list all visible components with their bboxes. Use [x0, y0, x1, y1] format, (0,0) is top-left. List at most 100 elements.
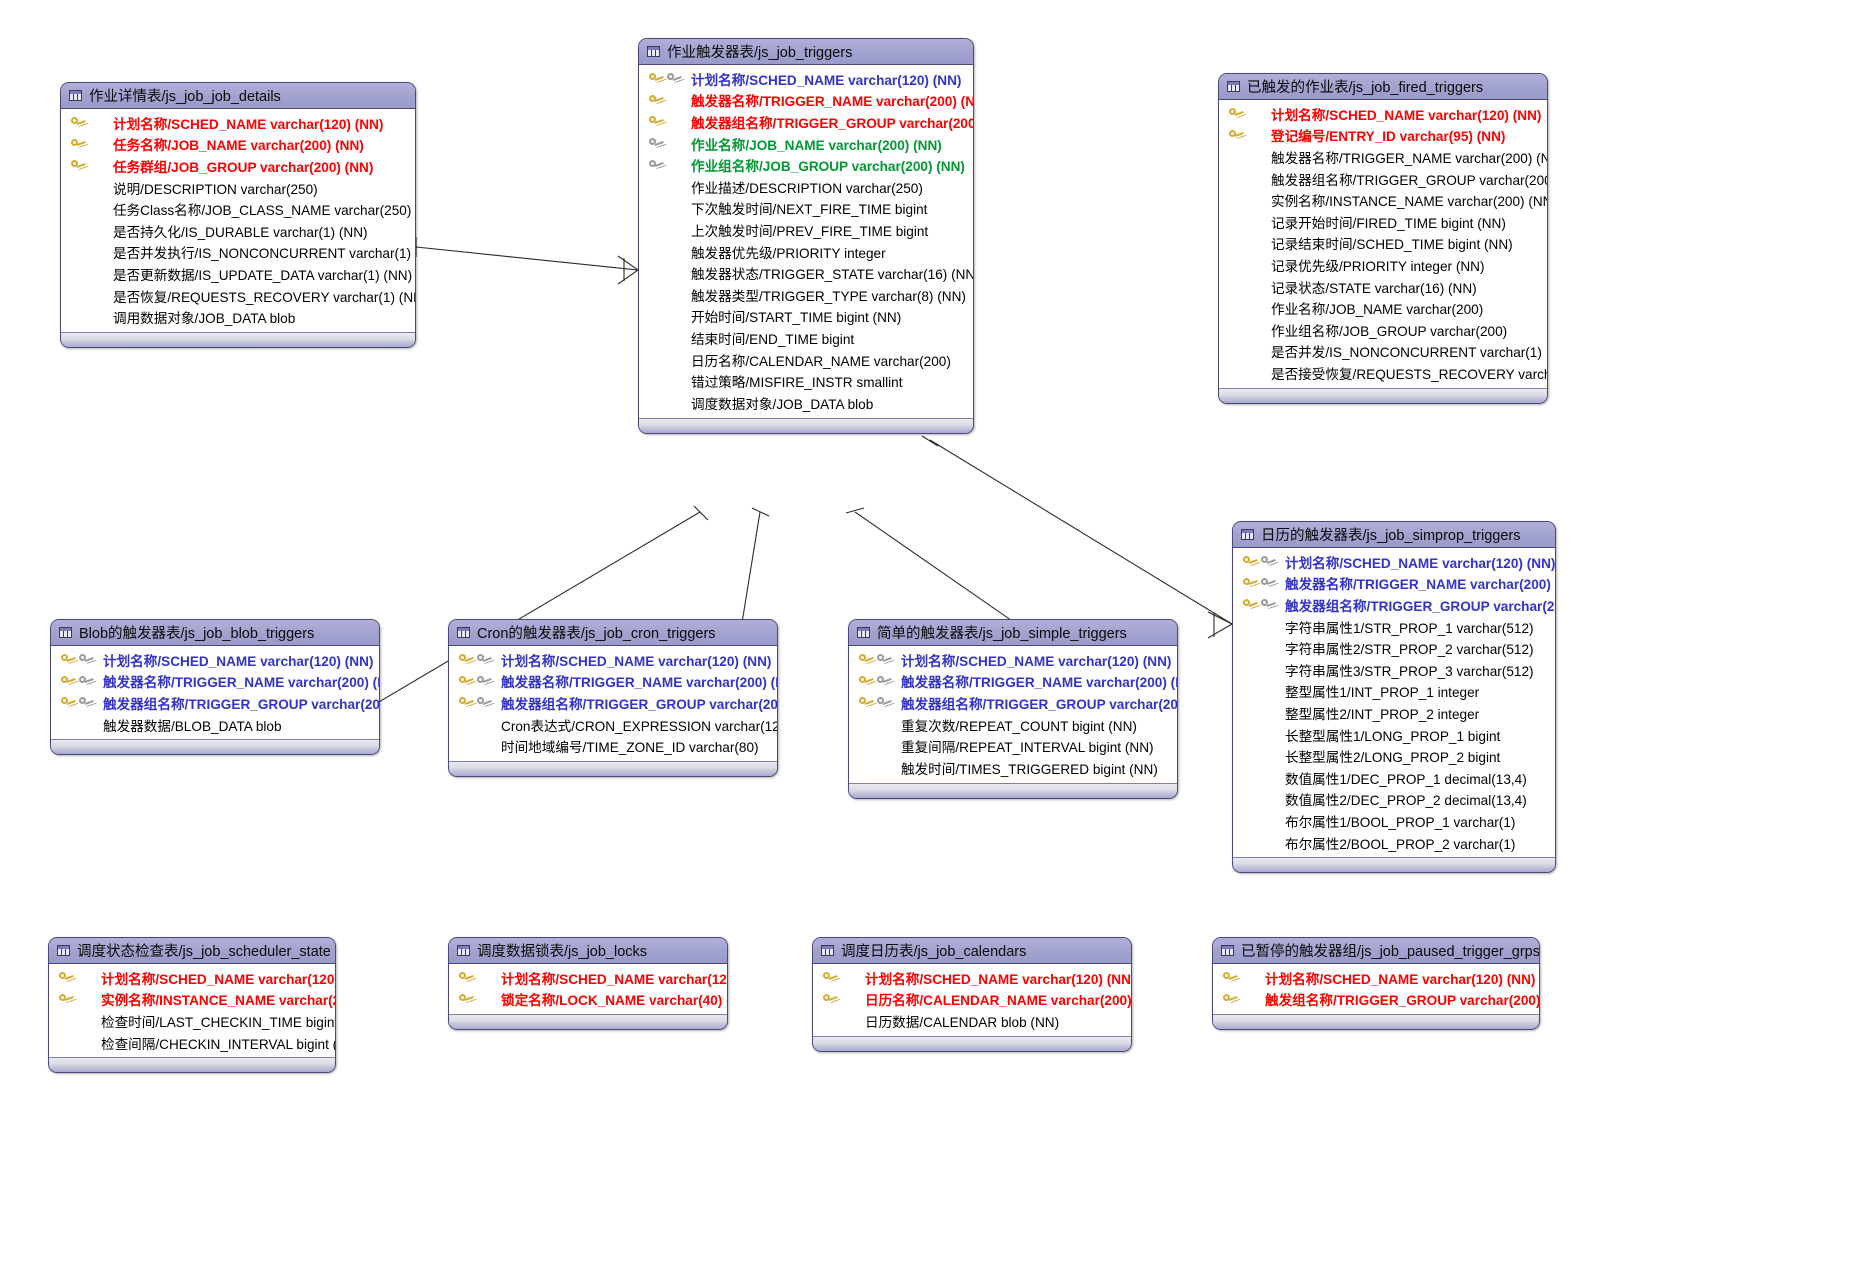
attribute-row[interactable]: 计划名称/SCHED_NAME varchar(120) (NN)	[51, 649, 379, 671]
attribute-row[interactable]: 字符串属性1/STR_PROP_1 varchar(512)	[1233, 616, 1555, 638]
attribute-row[interactable]: 重复次数/REPEAT_COUNT bigint (NN)	[849, 714, 1177, 736]
entity-paused_trigger_grps[interactable]: 已暂停的触发器组/js_job_paused_trigger_grps 计划名称/…	[1212, 937, 1540, 1031]
attribute-row[interactable]: 是否恢复/REQUESTS_RECOVERY varchar(1) (NN)	[61, 285, 415, 307]
attribute-row[interactable]: 任务群组/JOB_GROUP varchar(200) (NN)	[61, 155, 415, 177]
attribute-row[interactable]: 触发组名称/TRIGGER_GROUP varchar(200) (NN)	[1213, 989, 1539, 1011]
attribute-row[interactable]: 作业名称/JOB_NAME varchar(200) (NN)	[639, 133, 973, 155]
attribute-row[interactable]: 数值属性1/DEC_PROP_1 decimal(13,4)	[1233, 767, 1555, 789]
attribute-row[interactable]: 整型属性1/INT_PROP_1 integer	[1233, 681, 1555, 703]
attribute-row[interactable]: 触发器组名称/TRIGGER_GROUP varchar(200) (NN)	[639, 111, 973, 133]
entity-simprop_triggers[interactable]: 日历的触发器表/js_job_simprop_triggers 计划名称/SCHE…	[1232, 521, 1556, 874]
attribute-row[interactable]: 记录状态/STATE varchar(16) (NN)	[1219, 276, 1547, 298]
attribute-row[interactable]: 触发器名称/TRIGGER_NAME varchar(200) (NN)	[449, 671, 777, 693]
attribute-row[interactable]: 作业描述/DESCRIPTION varchar(250)	[639, 176, 973, 198]
attribute-row[interactable]: 检查间隔/CHECKIN_INTERVAL bigint (NN)	[49, 1032, 335, 1054]
attribute-row[interactable]: 调度数据对象/JOB_DATA blob	[639, 392, 973, 414]
attribute-row[interactable]: 上次触发时间/PREV_FIRE_TIME bigint	[639, 219, 973, 241]
entity-scheduler_state[interactable]: 调度状态检查表/js_job_scheduler_state 计划名称/SCHED…	[48, 937, 336, 1074]
entity-job_triggers[interactable]: 作业触发器表/js_job_triggers 计划名称/SCHED_NAME va…	[638, 38, 974, 434]
entity-title-locks[interactable]: 调度数据锁表/js_job_locks	[449, 938, 727, 964]
attribute-row[interactable]: 触发器名称/TRIGGER_NAME varchar(200) (NN)	[51, 671, 379, 693]
attribute-row[interactable]: 调用数据对象/JOB_DATA blob	[61, 306, 415, 328]
attribute-row[interactable]: 长整型属性2/LONG_PROP_2 bigint	[1233, 745, 1555, 767]
attribute-row[interactable]: 作业名称/JOB_NAME varchar(200)	[1219, 297, 1547, 319]
entity-fired_triggers[interactable]: 已触发的作业表/js_job_fired_triggers 计划名称/SCHED_…	[1218, 73, 1548, 404]
attribute-row[interactable]: 长整型属性1/LONG_PROP_1 bigint	[1233, 724, 1555, 746]
attribute-row[interactable]: 是否持久化/IS_DURABLE varchar(1) (NN)	[61, 220, 415, 242]
attribute-row[interactable]: 开始时间/START_TIME bigint (NN)	[639, 306, 973, 328]
attribute-row[interactable]: 触发器优先级/PRIORITY integer	[639, 241, 973, 263]
attribute-row[interactable]: 触发器组名称/TRIGGER_GROUP varchar(200) (NN)	[1219, 168, 1547, 190]
entity-title-blob_triggers[interactable]: Blob的触发器表/js_job_blob_triggers	[51, 620, 379, 646]
attribute-row[interactable]: 计划名称/SCHED_NAME varchar(120) (NN)	[639, 68, 973, 90]
attribute-row[interactable]: 错过策略/MISFIRE_INSTR smallint	[639, 370, 973, 392]
attribute-row[interactable]: 布尔属性2/BOOL_PROP_2 varchar(1)	[1233, 832, 1555, 854]
entity-locks[interactable]: 调度数据锁表/js_job_locks 计划名称/SCHED_NAME varch…	[448, 937, 728, 1031]
attribute-row[interactable]: 是否并发执行/IS_NONCONCURRENT varchar(1) (NN)	[61, 242, 415, 264]
entity-title-cron_triggers[interactable]: Cron的触发器表/js_job_cron_triggers	[449, 620, 777, 646]
attribute-row[interactable]: 触发器名称/TRIGGER_NAME varchar(200) (NN)	[849, 671, 1177, 693]
attribute-row[interactable]: 字符串属性2/STR_PROP_2 varchar(512)	[1233, 637, 1555, 659]
attribute-row[interactable]: 计划名称/SCHED_NAME varchar(120) (NN)	[813, 967, 1131, 989]
attribute-row[interactable]: Cron表达式/CRON_EXPRESSION varchar(120) (NN…	[449, 714, 777, 736]
attribute-row[interactable]: 日历数据/CALENDAR blob (NN)	[813, 1010, 1131, 1032]
attribute-row[interactable]: 任务Class名称/JOB_CLASS_NAME varchar(250) (N…	[61, 198, 415, 220]
entity-title-job_triggers[interactable]: 作业触发器表/js_job_triggers	[639, 39, 973, 65]
attribute-row[interactable]: 计划名称/SCHED_NAME varchar(120) (NN)	[449, 967, 727, 989]
attribute-row[interactable]: 布尔属性1/BOOL_PROP_1 varchar(1)	[1233, 810, 1555, 832]
entity-calendars[interactable]: 调度日历表/js_job_calendars 计划名称/SCHED_NAME va…	[812, 937, 1132, 1052]
attribute-row[interactable]: 结束时间/END_TIME bigint	[639, 327, 973, 349]
attribute-row[interactable]: 检查时间/LAST_CHECKIN_TIME bigint (NN)	[49, 1010, 335, 1032]
attribute-row[interactable]: 作业组名称/JOB_GROUP varchar(200)	[1219, 319, 1547, 341]
attribute-row[interactable]: 触发时间/TIMES_TRIGGERED bigint (NN)	[849, 757, 1177, 779]
attribute-row[interactable]: 日历名称/CALENDAR_NAME varchar(200)	[639, 349, 973, 371]
entity-title-simple_triggers[interactable]: 简单的触发器表/js_job_simple_triggers	[849, 620, 1177, 646]
entity-title-calendars[interactable]: 调度日历表/js_job_calendars	[813, 938, 1131, 964]
attribute-row[interactable]: 触发器组名称/TRIGGER_GROUP varchar(200) (NN)	[449, 692, 777, 714]
attribute-row[interactable]: 触发器名称/TRIGGER_NAME varchar(200) (NN)	[639, 90, 973, 112]
attribute-row[interactable]: 锁定名称/LOCK_NAME varchar(40) (NN)	[449, 989, 727, 1011]
attribute-row[interactable]: 触发器组名称/TRIGGER_GROUP varchar(200) (NN)	[849, 692, 1177, 714]
attribute-row[interactable]: 数值属性2/DEC_PROP_2 decimal(13,4)	[1233, 789, 1555, 811]
attribute-row[interactable]: 触发器状态/TRIGGER_STATE varchar(16) (NN)	[639, 262, 973, 284]
entity-title-simprop_triggers[interactable]: 日历的触发器表/js_job_simprop_triggers	[1233, 522, 1555, 548]
attribute-row[interactable]: 计划名称/SCHED_NAME varchar(120) (NN)	[1219, 103, 1547, 125]
entity-title-fired_triggers[interactable]: 已触发的作业表/js_job_fired_triggers	[1219, 74, 1547, 100]
attribute-row[interactable]: 记录开始时间/FIRED_TIME bigint (NN)	[1219, 211, 1547, 233]
attribute-row[interactable]: 记录优先级/PRIORITY integer (NN)	[1219, 254, 1547, 276]
attribute-row[interactable]: 触发器组名称/TRIGGER_GROUP varchar(200) (NN)	[51, 692, 379, 714]
attribute-row[interactable]: 作业组名称/JOB_GROUP varchar(200) (NN)	[639, 154, 973, 176]
attribute-row[interactable]: 触发器数据/BLOB_DATA blob	[51, 714, 379, 736]
entity-simple_triggers[interactable]: 简单的触发器表/js_job_simple_triggers 计划名称/SCHED…	[848, 619, 1178, 799]
attribute-row[interactable]: 记录结束时间/SCHED_TIME bigint (NN)	[1219, 233, 1547, 255]
attribute-row[interactable]: 计划名称/SCHED_NAME varchar(120) (NN)	[1213, 967, 1539, 989]
entity-title-paused_trigger_grps[interactable]: 已暂停的触发器组/js_job_paused_trigger_grps	[1213, 938, 1539, 964]
attribute-row[interactable]: 计划名称/SCHED_NAME varchar(120) (NN)	[1233, 551, 1555, 573]
attribute-row[interactable]: 登记编号/ENTRY_ID varchar(95) (NN)	[1219, 125, 1547, 147]
attribute-row[interactable]: 日历名称/CALENDAR_NAME varchar(200) (NN)	[813, 989, 1131, 1011]
attribute-row[interactable]: 触发器组名称/TRIGGER_GROUP varchar(200) (NN)	[1233, 594, 1555, 616]
attribute-row[interactable]: 是否并发/IS_NONCONCURRENT varchar(1)	[1219, 341, 1547, 363]
attribute-row[interactable]: 计划名称/SCHED_NAME varchar(120) (NN)	[61, 112, 415, 134]
attribute-row[interactable]: 是否接受恢复/REQUESTS_RECOVERY varchar(1)	[1219, 362, 1547, 384]
attribute-row[interactable]: 任务名称/JOB_NAME varchar(200) (NN)	[61, 134, 415, 156]
attribute-row[interactable]: 说明/DESCRIPTION varchar(250)	[61, 177, 415, 199]
attribute-row[interactable]: 重复间隔/REPEAT_INTERVAL bigint (NN)	[849, 735, 1177, 757]
attribute-row[interactable]: 实例名称/INSTANCE_NAME varchar(200) (NN)	[49, 989, 335, 1011]
entity-title-job_details[interactable]: 作业详情表/js_job_job_details	[61, 83, 415, 109]
attribute-row[interactable]: 触发器名称/TRIGGER_NAME varchar(200) (NN)	[1233, 573, 1555, 595]
attribute-row[interactable]: 时间地域编号/TIME_ZONE_ID varchar(80)	[449, 735, 777, 757]
attribute-row[interactable]: 整型属性2/INT_PROP_2 integer	[1233, 702, 1555, 724]
attribute-row[interactable]: 计划名称/SCHED_NAME varchar(120) (NN)	[849, 649, 1177, 671]
attribute-row[interactable]: 字符串属性3/STR_PROP_3 varchar(512)	[1233, 659, 1555, 681]
attribute-row[interactable]: 下次触发时间/NEXT_FIRE_TIME bigint	[639, 198, 973, 220]
attribute-row[interactable]: 触发器类型/TRIGGER_TYPE varchar(8) (NN)	[639, 284, 973, 306]
entity-title-scheduler_state[interactable]: 调度状态检查表/js_job_scheduler_state	[49, 938, 335, 964]
entity-job_details[interactable]: 作业详情表/js_job_job_details 计划名称/SCHED_NAME …	[60, 82, 416, 348]
attribute-row[interactable]: 触发器名称/TRIGGER_NAME varchar(200) (NN)	[1219, 146, 1547, 168]
attribute-row[interactable]: 计划名称/SCHED_NAME varchar(120) (NN)	[49, 967, 335, 989]
attribute-row[interactable]: 是否更新数据/IS_UPDATE_DATA varchar(1) (NN)	[61, 263, 415, 285]
attribute-row[interactable]: 实例名称/INSTANCE_NAME varchar(200) (NN)	[1219, 189, 1547, 211]
entity-blob_triggers[interactable]: Blob的触发器表/js_job_blob_triggers 计划名称/SCHED…	[50, 619, 380, 756]
